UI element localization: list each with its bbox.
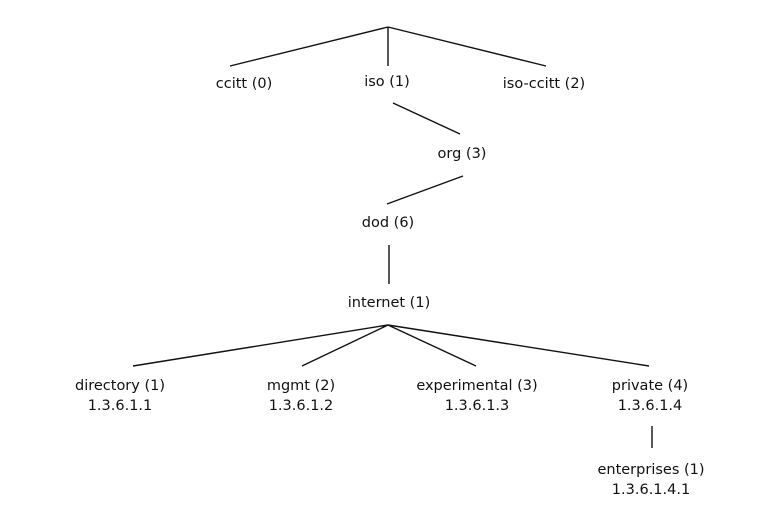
node-mgmt-label: mgmt (2) bbox=[267, 378, 335, 394]
edge-internet-directory bbox=[132, 324, 389, 367]
tree-labels: ccitt (0) iso (1) iso-ccitt (2) org (3) … bbox=[75, 74, 705, 498]
tree-edges bbox=[132, 26, 653, 448]
node-experimental-label: experimental (3) bbox=[416, 378, 537, 394]
node-directory-oid: 1.3.6.1.1 bbox=[88, 398, 153, 414]
node-internet: internet (1) bbox=[348, 295, 430, 311]
edge-org-dod bbox=[386, 175, 464, 205]
edge-iso-org bbox=[392, 102, 461, 135]
edge-internet-experimental bbox=[387, 324, 477, 367]
edge-root-ccitt bbox=[229, 26, 389, 67]
node-mgmt-oid: 1.3.6.1.2 bbox=[269, 398, 334, 414]
node-experimental-oid: 1.3.6.1.3 bbox=[445, 398, 510, 414]
node-enterprises-label: enterprises (1) bbox=[597, 462, 704, 478]
node-org: org (3) bbox=[438, 146, 487, 162]
edge-root-iso-ccitt bbox=[387, 26, 547, 67]
node-directory-label: directory (1) bbox=[75, 378, 165, 394]
node-dod: dod (6) bbox=[362, 215, 414, 231]
node-private-label: private (4) bbox=[612, 378, 688, 394]
node-private-oid: 1.3.6.1.4 bbox=[618, 398, 683, 414]
edge-internet-mgmt bbox=[301, 324, 389, 367]
node-enterprises-oid: 1.3.6.1.4.1 bbox=[612, 482, 690, 498]
node-iso: iso (1) bbox=[364, 74, 410, 90]
node-ccitt: ccitt (0) bbox=[216, 76, 273, 92]
edge-internet-private bbox=[387, 324, 650, 367]
node-iso-ccitt: iso-ccitt (2) bbox=[503, 76, 585, 92]
